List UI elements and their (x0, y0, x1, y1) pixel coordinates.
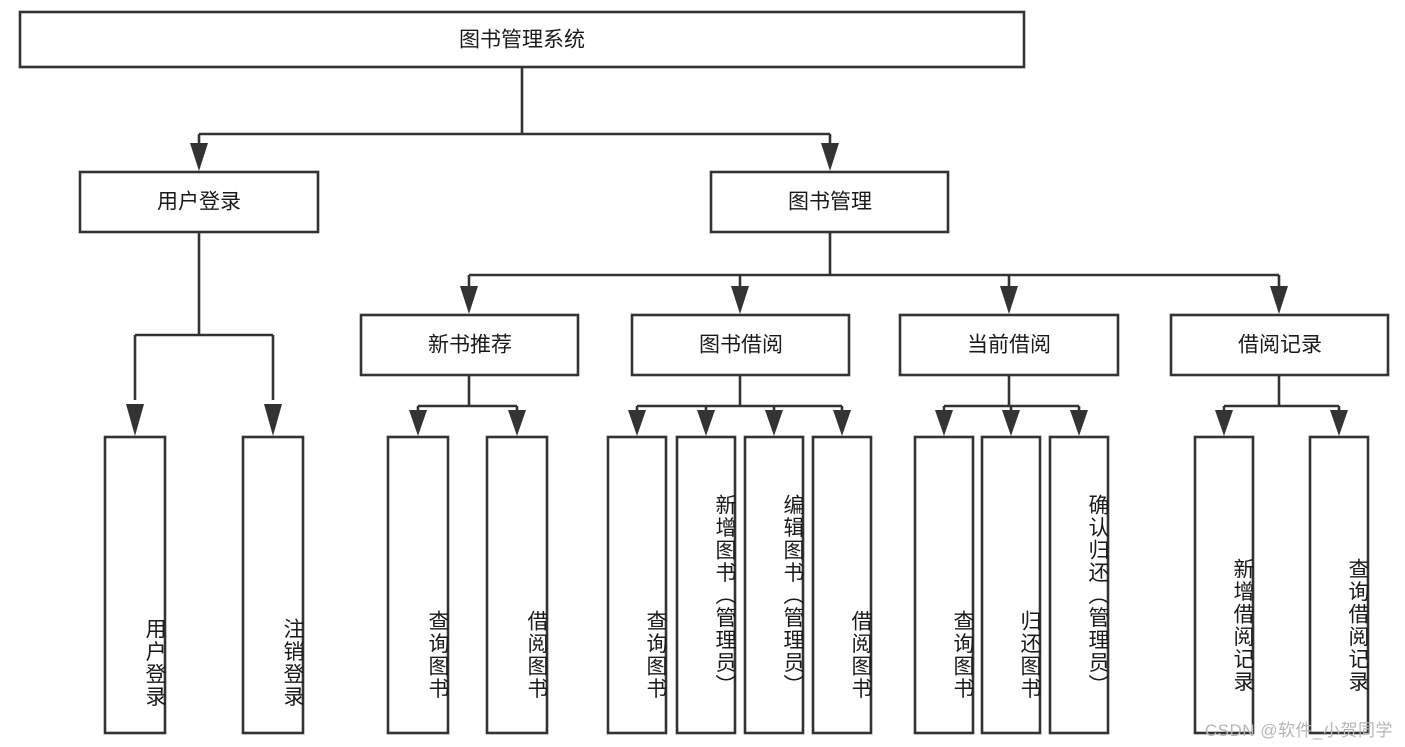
node-book-borrow-box[interactable] (630, 313, 851, 377)
leaf-query-book-borrow-box[interactable] (606, 435, 668, 735)
node-user-login-box[interactable] (78, 170, 320, 234)
leaf-confirm-return-admin-box[interactable] (1048, 435, 1110, 735)
arrowhead-leaf-confirm-return-admin (1070, 410, 1088, 436)
leaf-user-login-box[interactable] (103, 435, 167, 735)
node-book-borrow-label: 图书借阅 (699, 334, 783, 357)
node-book-manage-label: 图书管理 (788, 191, 872, 214)
leaf-return-book-box[interactable] (980, 435, 1042, 735)
node-new-book-recommend-label: 新书推荐 (428, 334, 512, 357)
node-book-manage-box[interactable] (709, 170, 950, 234)
arrowhead-leaf-add-borrow-record (1215, 410, 1233, 436)
arrowhead-leaf-query-borrow-record (1330, 410, 1348, 436)
arrowhead-book-manage (821, 143, 839, 171)
leaf-query-book-cur-box[interactable] (913, 435, 975, 735)
arrowhead-borrow-record (1270, 286, 1288, 314)
connector-layer (126, 67, 1348, 436)
leaf-query-book-rec-box[interactable] (386, 435, 450, 735)
node-user-login-label: 用户登录 (157, 191, 241, 214)
arrowhead-book-borrow (731, 286, 749, 314)
leaf-borrow-book-rec-box[interactable] (485, 435, 549, 735)
arrowhead-leaf-edit-book-admin (765, 410, 783, 436)
node-root-box[interactable] (18, 10, 1026, 69)
leaf-add-borrow-record-box[interactable] (1193, 435, 1255, 735)
arrowhead-leaf-add-book-admin (697, 410, 715, 436)
node-current-borrow-label: 当前借阅 (967, 334, 1051, 357)
arrowhead-leaf-query-book-rec (409, 410, 427, 436)
node-layer: 图书管理系统 用户登录 图书管理 新书推荐 图书借阅 当前借阅 借阅记录 (18, 10, 1390, 735)
leaf-query-borrow-record-box[interactable] (1308, 435, 1370, 735)
node-borrow-record-label: 借阅记录 (1238, 334, 1322, 357)
node-root-label: 图书管理系统 (459, 29, 585, 52)
arrowhead-leaf-query-book-borrow (628, 410, 646, 436)
leaf-user-logout-box[interactable] (241, 435, 305, 735)
node-current-borrow-box[interactable] (898, 313, 1120, 377)
arrowhead-leaf-query-book-cur (935, 410, 953, 436)
arrowhead-user-login (190, 143, 208, 171)
arrowhead-current-borrow (1000, 286, 1018, 314)
leaf-edit-book-admin-box[interactable] (743, 435, 805, 735)
arrowhead-leaf-return-book (1002, 410, 1020, 436)
arrowhead-leaf-borrow-book (833, 410, 851, 436)
arrowhead-leaf-user-logout (264, 404, 282, 436)
arrowhead-leaf-user-login (126, 404, 144, 436)
csdn-watermark: CSDN @软件_小贺同学 (1204, 721, 1393, 740)
node-new-book-recommend-box[interactable] (359, 313, 580, 377)
arrowhead-leaf-borrow-book-rec (508, 410, 526, 436)
leaf-borrow-book-box[interactable] (811, 435, 873, 735)
node-borrow-record-box[interactable] (1169, 313, 1390, 377)
arrowhead-new-book-recommend (460, 286, 478, 314)
leaf-add-book-admin-box[interactable] (675, 435, 737, 735)
